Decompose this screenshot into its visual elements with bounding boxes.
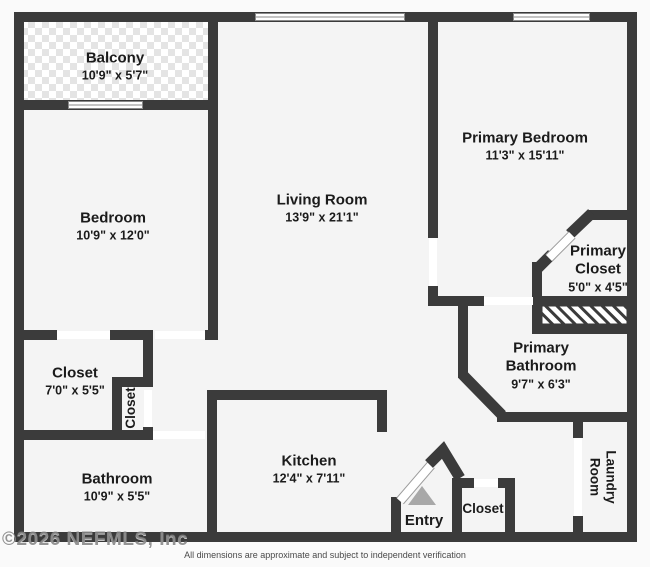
- room-name: Laundry: [603, 450, 619, 504]
- balcony-sliding-door: [68, 101, 143, 109]
- windows: [68, 13, 590, 109]
- door-openings: [57, 238, 582, 516]
- mls-watermark: ©2026 NEFMLS, Inc: [2, 529, 189, 550]
- room-label-kitchen: Kitchen 12'4" x 7'11": [273, 453, 346, 488]
- walls: [14, 12, 637, 542]
- room-label-living-room: Living Room 13'9" x 21'1": [277, 192, 368, 227]
- entry-diagonal-wall: [425, 441, 465, 481]
- room-name: Bedroom: [80, 209, 146, 227]
- room-dims: 10'9" x 12'0": [76, 229, 150, 244]
- door-opening: [474, 479, 498, 487]
- primary-bedroom-window: [513, 13, 590, 21]
- room-label-pocket-closet: Closet: [123, 387, 139, 428]
- room-label-primary-bathroom: Primary Bathroom 9'7" x 6'3": [506, 340, 577, 393]
- door-opening: [144, 390, 152, 427]
- room-dims: 7'0" x 5'5": [45, 384, 105, 399]
- room-label-bathroom: Bathroom 10'9" x 5'5": [82, 471, 153, 506]
- primary-closet-door: [545, 231, 576, 262]
- room-label-bedroom: Bedroom 10'9" x 12'0": [76, 210, 149, 245]
- door-opening: [153, 431, 205, 439]
- door-opening: [57, 331, 110, 339]
- room-name: Closet: [575, 260, 621, 278]
- entry-door: [396, 461, 435, 505]
- room-dims: 11'3" x 15'11": [485, 149, 565, 164]
- room-name: Living Room: [276, 191, 368, 209]
- room-label-hall-closet: Closet 7'0" x 5'5": [45, 365, 105, 400]
- room-name: Bathroom: [505, 357, 577, 375]
- room-dims: 10'9" x 5'5": [83, 490, 151, 505]
- room-dims: 9'7" x 6'3": [511, 377, 571, 392]
- room-label-entry-closet: Closet: [462, 501, 503, 517]
- room-dims: 12'4" x 7'11": [272, 472, 346, 487]
- door-opening: [429, 238, 437, 286]
- room-label-entry: Entry: [405, 512, 443, 530]
- door-opening: [574, 438, 582, 516]
- door-opening: [155, 331, 205, 339]
- room-name: Primary: [570, 242, 626, 260]
- room-name: Room: [587, 457, 602, 497]
- balcony-floor-tiles: [24, 22, 208, 100]
- door-opening: [484, 297, 533, 305]
- living-room-window: [255, 13, 405, 21]
- room-label-primary-bedroom: Primary Bedroom 11'3" x 15'11": [462, 130, 588, 165]
- room-name: Balcony: [85, 49, 145, 67]
- hatched-fixture: [541, 305, 628, 325]
- room-name: Closet: [462, 500, 504, 516]
- room-dims: 10'9" x 5'7": [81, 69, 149, 84]
- room-label-primary-closet: Primary Closet 5'0" x 4'5": [568, 243, 628, 296]
- room-name: Primary Bedroom: [462, 129, 588, 147]
- room-dims: 13'9" x 21'1": [285, 211, 359, 226]
- room-name: Closet: [52, 364, 98, 382]
- room-name: Closet: [122, 387, 138, 429]
- room-name: Primary: [513, 339, 569, 357]
- room-name: Kitchen: [281, 452, 337, 470]
- room-label-laundry-room: Laundry Room: [586, 450, 619, 504]
- room-name: Bathroom: [81, 470, 153, 488]
- disclaimer-text: All dimensions are approximate and subje…: [184, 550, 466, 560]
- room-dims: 5'0" x 4'5": [568, 280, 628, 295]
- room-label-balcony: Balcony 10'9" x 5'7": [82, 50, 148, 85]
- entry-direction-triangle: [408, 486, 436, 505]
- room-name: Entry: [404, 511, 444, 529]
